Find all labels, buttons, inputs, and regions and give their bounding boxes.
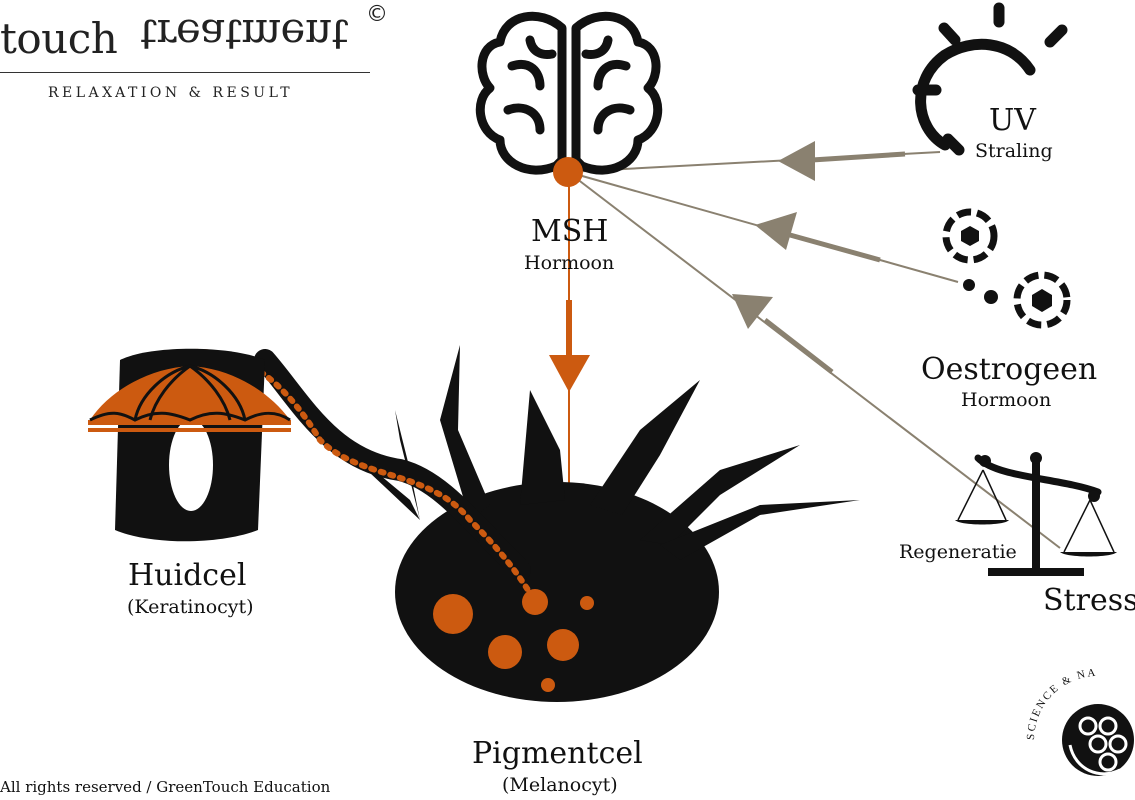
brand-tagline: RELAXATION & RESULT [48,85,294,101]
huidcel-title: Huidcel [128,558,247,593]
direction-arrows [549,141,906,392]
sun-icon [912,2,1068,156]
umbrella-icon [88,364,291,432]
huidcel-subtitle: (Keratinocyt) [127,596,254,618]
uv-subtitle: Straling [975,140,1053,162]
stress-title: Stress [1043,583,1135,618]
copyright-footer: All rights reserved / GreenTouch Educati… [0,778,331,796]
msh-node [553,157,583,187]
scale-icon [955,452,1117,576]
oestrogeen-subtitle: Hormoon [961,389,1052,411]
stress-subtitle: Regeneratie [899,541,1017,563]
copyright-mark: © [366,2,388,27]
msh-title: MSH [531,214,609,249]
arrow-oestrogeen [755,212,797,250]
brand-divider [0,72,370,73]
pigmentcel-subtitle: (Melanocyt) [502,774,618,796]
pigmentcel-shape [300,345,860,702]
brain-icon [475,11,663,175]
dendrite-connection [254,349,531,581]
melanin-granules [433,589,594,692]
oestrogeen-title: Oestrogeen [921,352,1098,387]
arrow-msh-down [549,355,590,392]
uv-title: UV [989,103,1036,138]
msh-subtitle: Hormoon [524,252,615,274]
molecule-icon [942,208,1071,329]
arrow-uv [778,141,815,181]
pigmentcel-title: Pigmentcel [472,736,643,771]
brand-word-touch: touch [0,14,118,63]
connector-lines [567,151,1061,549]
arrow-stress [732,294,773,329]
